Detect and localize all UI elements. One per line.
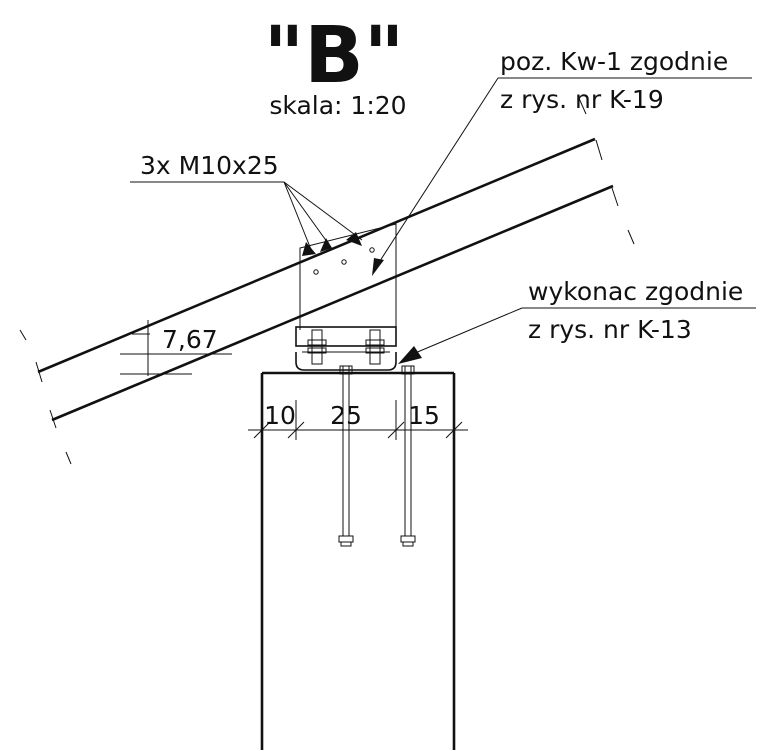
rafter bbox=[19, 137, 635, 465]
kw1-line1: poz. Kw-1 zgodnie bbox=[500, 47, 728, 76]
k13-line1: wykonac zgodnie bbox=[528, 277, 743, 306]
dimension-line bbox=[248, 400, 468, 440]
k13-callout: wykonac zgodnie z rys. nr K-13 bbox=[398, 277, 756, 364]
dimension-25: 25 bbox=[330, 401, 362, 430]
bolts-label: 3x M10x25 bbox=[140, 151, 279, 180]
detail-scale: skala: 1:20 bbox=[269, 91, 406, 120]
base-assembly bbox=[295, 326, 397, 371]
dimension-15: 15 bbox=[408, 401, 440, 430]
slope-indicator: 7,67 bbox=[120, 320, 232, 376]
kw1-callout: poz. Kw-1 zgodnie z rys. nr K-19 bbox=[372, 47, 752, 276]
k13-line2: z rys. nr K-13 bbox=[528, 315, 692, 344]
anchor-rod-right bbox=[400, 365, 416, 547]
bolts-callout: 3x M10x25 bbox=[130, 151, 375, 275]
dimension-10: 10 bbox=[264, 401, 296, 430]
anchor-rod-left bbox=[338, 365, 354, 547]
connector-plate bbox=[299, 223, 397, 330]
slope-value: 7,67 bbox=[162, 325, 218, 354]
kw1-line2: z rys. nr K-19 bbox=[500, 85, 664, 114]
detail-title: "B" bbox=[264, 11, 405, 101]
